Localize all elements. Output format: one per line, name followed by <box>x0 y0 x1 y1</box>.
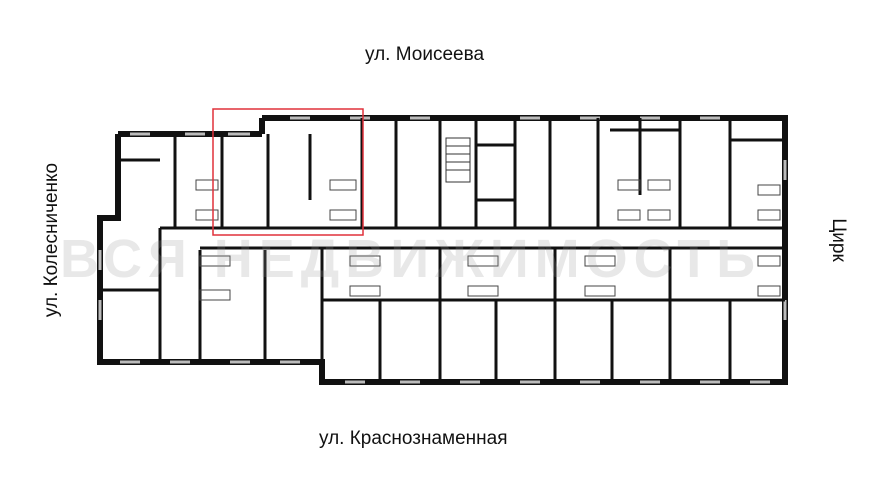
windows <box>98 116 787 384</box>
upper-partitions <box>118 118 785 228</box>
street-label-bottom: ул. Краснознаменная <box>319 428 508 449</box>
stair-block <box>445 137 471 183</box>
lower-partitions <box>100 248 785 382</box>
bathroom-fixtures <box>195 179 781 301</box>
street-label-top: ул. Моисеева <box>365 44 485 65</box>
watermark: ВСЯ НЕДВИЖИМОСТЬ <box>60 229 762 289</box>
highlighted-apartment-outline[interactable] <box>212 108 364 236</box>
